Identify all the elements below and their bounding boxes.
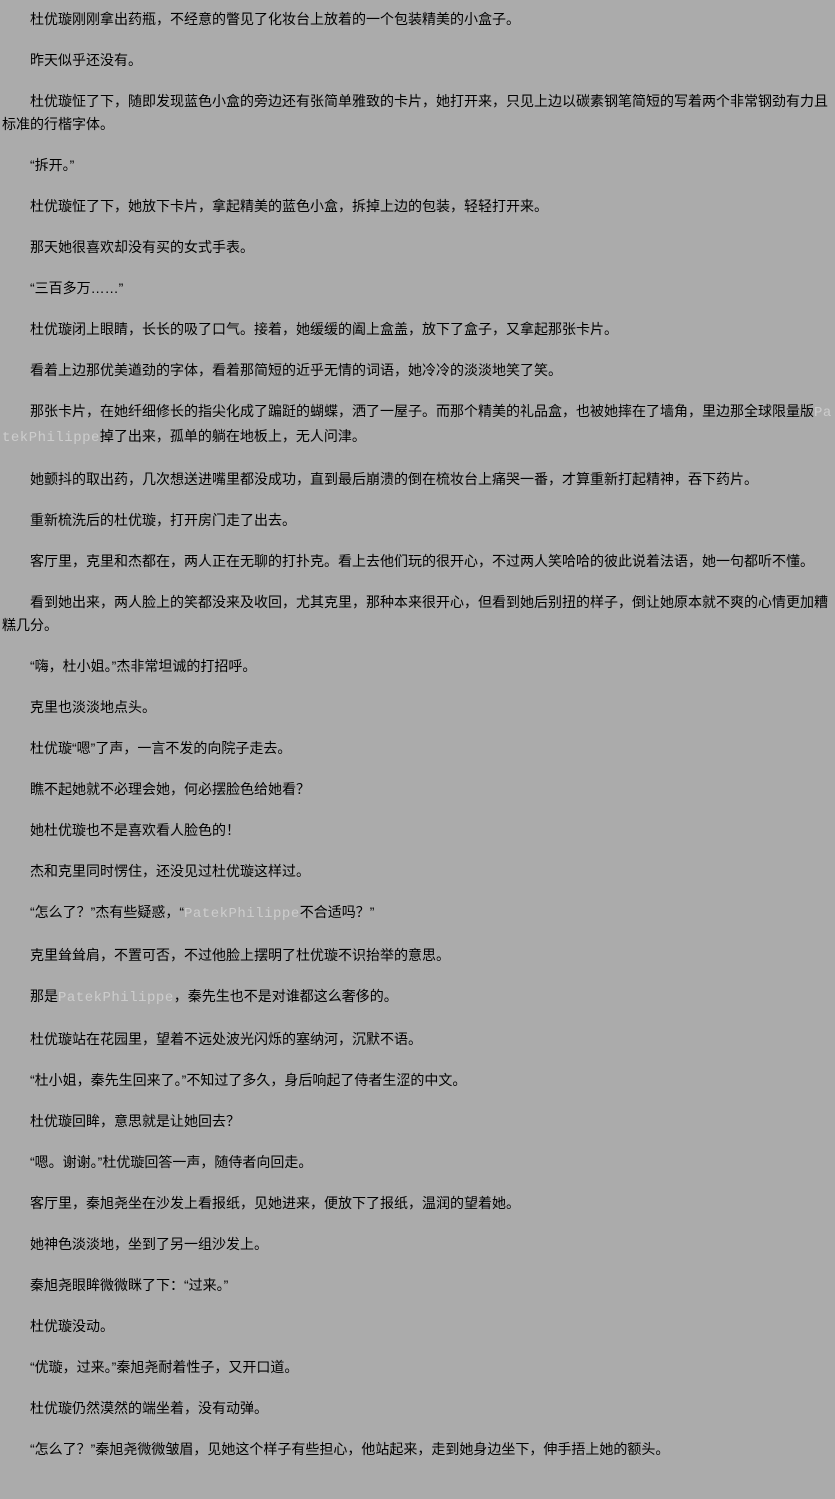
paragraph-text: 她颤抖的取出药，几次想送进嘴里都没成功，直到最后崩溃的倒在梳妆台上痛哭一番，才算… bbox=[30, 471, 758, 487]
paragraph-text: 那张卡片，在她纤细修长的指尖化成了蹁跹的蝴蝶，洒了一屋子。而那个精美的礼品盒，也… bbox=[30, 403, 814, 419]
paragraph-text: 看到她出来，两人脸上的笑都没来及收回，尤其克里，那种本来很开心，但看到她后别扭的… bbox=[2, 594, 828, 633]
paragraph: 看着上边那优美遒劲的字体，看着那简短的近乎无情的词语，她冷冷的淡淡地笑了笑。 bbox=[2, 359, 833, 382]
paragraph: 杜优璇站在花园里，望着不远处波光闪烁的塞纳河，沉默不语。 bbox=[2, 1028, 833, 1051]
paragraph-text: 不合适吗？” bbox=[299, 904, 375, 920]
paragraph-text: 杜优璇怔了下，她放下卡片，拿起精美的蓝色小盒，拆掉上边的包装，轻轻打开来。 bbox=[30, 198, 548, 214]
paragraph: 她杜优璇也不是喜欢看人脸色的！ bbox=[2, 819, 833, 842]
paragraph-text: “怎么了？”杰有些疑惑，“ bbox=[30, 904, 184, 920]
paragraph-text: “杜小姐，秦先生回来了。”不知过了多久，身后响起了侍者生涩的中文。 bbox=[30, 1072, 467, 1088]
paragraph-text: 看着上边那优美遒劲的字体，看着那简短的近乎无情的词语，她冷冷的淡淡地笑了笑。 bbox=[30, 362, 562, 378]
paragraph: 她颤抖的取出药，几次想送进嘴里都没成功，直到最后崩溃的倒在梳妆台上痛哭一番，才算… bbox=[2, 468, 833, 491]
paragraph: 客厅里，克里和杰都在，两人正在无聊的打扑克。看上去他们玩的很开心，不过两人笑哈哈… bbox=[2, 550, 833, 573]
paragraph-text: 昨天似乎还没有。 bbox=[30, 52, 142, 68]
paragraph-text: 重新梳洗后的杜优璇，打开房门走了出去。 bbox=[30, 512, 296, 528]
paragraph: 那张卡片，在她纤细修长的指尖化成了蹁跹的蝴蝶，洒了一屋子。而那个精美的礼品盒，也… bbox=[2, 400, 833, 450]
paragraph-text: 杜优璇怔了下，随即发现蓝色小盒的旁边还有张简单雅致的卡片，她打开来，只见上边以碳… bbox=[2, 93, 828, 132]
paragraph-text: 她神色淡淡地，坐到了另一组沙发上。 bbox=[30, 1236, 268, 1252]
brand-name-text: PatekPhilippe bbox=[184, 906, 300, 922]
paragraph-text: 客厅里，克里和杰都在，两人正在无聊的打扑克。看上去他们玩的很开心，不过两人笑哈哈… bbox=[30, 553, 814, 569]
paragraph-text: 那天她很喜欢却没有买的女式手表。 bbox=[30, 239, 254, 255]
paragraph: 秦旭尧眼眸微微眯了下：“过来。” bbox=[2, 1274, 833, 1297]
paragraph-text: ，秦先生也不是对谁都这么奢侈的。 bbox=[173, 988, 398, 1004]
paragraph: 克里也淡淡地点头。 bbox=[2, 696, 833, 719]
paragraph: “杜小姐，秦先生回来了。”不知过了多久，身后响起了侍者生涩的中文。 bbox=[2, 1069, 833, 1092]
paragraph: “优璇，过来。”秦旭尧耐着性子，又开口道。 bbox=[2, 1356, 833, 1379]
paragraph-text: 她杜优璇也不是喜欢看人脸色的！ bbox=[30, 822, 240, 838]
paragraph-text: “嗨，杜小姐。”杰非常坦诚的打招呼。 bbox=[30, 658, 257, 674]
paragraph-text: 杜优璇站在花园里，望着不远处波光闪烁的塞纳河，沉默不语。 bbox=[30, 1031, 422, 1047]
paragraph: “嗨，杜小姐。”杰非常坦诚的打招呼。 bbox=[2, 655, 833, 678]
paragraph: 那天她很喜欢却没有买的女式手表。 bbox=[2, 236, 833, 259]
paragraph-text: 杰和克里同时愣住，还没见过杜优璇这样过。 bbox=[30, 863, 310, 879]
paragraph-text: 杜优璇回眸，意思就是让她回去？ bbox=[30, 1113, 240, 1129]
paragraph: 她神色淡淡地，坐到了另一组沙发上。 bbox=[2, 1233, 833, 1256]
brand-name-text: PatekPhilippe bbox=[58, 990, 174, 1006]
paragraph: “怎么了？”杰有些疑惑，“PatekPhilippe不合适吗？” bbox=[2, 901, 833, 926]
paragraph-text: “怎么了？”秦旭尧微微皱眉，见她这个样子有些担心，他站起来，走到她身边坐下，伸手… bbox=[30, 1441, 670, 1457]
paragraph-text: 掉了出来，孤单的躺在地板上，无人问津。 bbox=[99, 428, 366, 444]
paragraph: 杜优璇仍然漠然的端坐着，没有动弹。 bbox=[2, 1397, 833, 1420]
paragraph: 昨天似乎还没有。 bbox=[2, 49, 833, 72]
paragraph: 看到她出来，两人脸上的笑都没来及收回，尤其克里，那种本来很开心，但看到她后别扭的… bbox=[2, 591, 833, 637]
paragraph: 克里耸耸肩，不置可否，不过他脸上摆明了杜优璇不识抬举的意思。 bbox=[2, 944, 833, 967]
paragraph: “怎么了？”秦旭尧微微皱眉，见她这个样子有些担心，他站起来，走到她身边坐下，伸手… bbox=[2, 1438, 833, 1461]
paragraph: 杜优璇“嗯”了声，一言不发的向院子走去。 bbox=[2, 737, 833, 760]
paragraph: “三百多万……” bbox=[2, 277, 833, 300]
paragraph-text: 克里耸耸肩，不置可否，不过他脸上摆明了杜优璇不识抬举的意思。 bbox=[30, 947, 450, 963]
paragraph: 杜优璇刚刚拿出药瓶，不经意的瞥见了化妆台上放着的一个包装精美的小盒子。 bbox=[2, 8, 833, 31]
paragraph: 杜优璇没动。 bbox=[2, 1315, 833, 1338]
paragraph: 杜优璇怔了下，她放下卡片，拿起精美的蓝色小盒，拆掉上边的包装，轻轻打开来。 bbox=[2, 195, 833, 218]
paragraph: 那是PatekPhilippe，秦先生也不是对谁都这么奢侈的。 bbox=[2, 985, 833, 1010]
paragraph: 杜优璇回眸，意思就是让她回去？ bbox=[2, 1110, 833, 1133]
paragraph: 杰和克里同时愣住，还没见过杜优璇这样过。 bbox=[2, 860, 833, 883]
paragraph-text: 杜优璇刚刚拿出药瓶，不经意的瞥见了化妆台上放着的一个包装精美的小盒子。 bbox=[30, 11, 520, 27]
novel-text: 杜优璇刚刚拿出药瓶，不经意的瞥见了化妆台上放着的一个包装精美的小盒子。昨天似乎还… bbox=[2, 8, 833, 1461]
paragraph-text: “嗯。谢谢。”杜优璇回答一声，随侍者向回走。 bbox=[30, 1154, 313, 1170]
paragraph-text: 克里也淡淡地点头。 bbox=[30, 699, 156, 715]
paragraph-text: “优璇，过来。”秦旭尧耐着性子，又开口道。 bbox=[30, 1359, 299, 1375]
paragraph: “拆开。” bbox=[2, 154, 833, 177]
paragraph-text: “拆开。” bbox=[30, 157, 75, 173]
paragraph-text: 秦旭尧眼眸微微眯了下：“过来。” bbox=[30, 1277, 229, 1293]
paragraph-text: 客厅里，秦旭尧坐在沙发上看报纸，见她进来，便放下了报纸，温润的望着她。 bbox=[30, 1195, 520, 1211]
paragraph: 杜优璇怔了下，随即发现蓝色小盒的旁边还有张简单雅致的卡片，她打开来，只见上边以碳… bbox=[2, 90, 833, 136]
paragraph-text: 杜优璇“嗯”了声，一言不发的向院子走去。 bbox=[30, 740, 292, 756]
paragraph-text: 杜优璇仍然漠然的端坐着，没有动弹。 bbox=[30, 1400, 268, 1416]
paragraph-text: 杜优璇闭上眼睛，长长的吸了口气。接着，她缓缓的阖上盒盖，放下了盒子，又拿起那张卡… bbox=[30, 321, 618, 337]
paragraph: 瞧不起她就不必理会她，何必摆脸色给她看？ bbox=[2, 778, 833, 801]
brand-name-text: PatekPhilippe bbox=[2, 405, 832, 446]
paragraph: 杜优璇闭上眼睛，长长的吸了口气。接着，她缓缓的阖上盒盖，放下了盒子，又拿起那张卡… bbox=[2, 318, 833, 341]
paragraph-text: “三百多万……” bbox=[30, 280, 124, 296]
paragraph: 客厅里，秦旭尧坐在沙发上看报纸，见她进来，便放下了报纸，温润的望着她。 bbox=[2, 1192, 833, 1215]
paragraph-text: 杜优璇没动。 bbox=[30, 1318, 114, 1334]
paragraph: 重新梳洗后的杜优璇，打开房门走了出去。 bbox=[2, 509, 833, 532]
paragraph: “嗯。谢谢。”杜优璇回答一声，随侍者向回走。 bbox=[2, 1151, 833, 1174]
paragraph-text: 瞧不起她就不必理会她，何必摆脸色给她看？ bbox=[30, 781, 310, 797]
paragraph-text: 那是 bbox=[30, 988, 58, 1004]
